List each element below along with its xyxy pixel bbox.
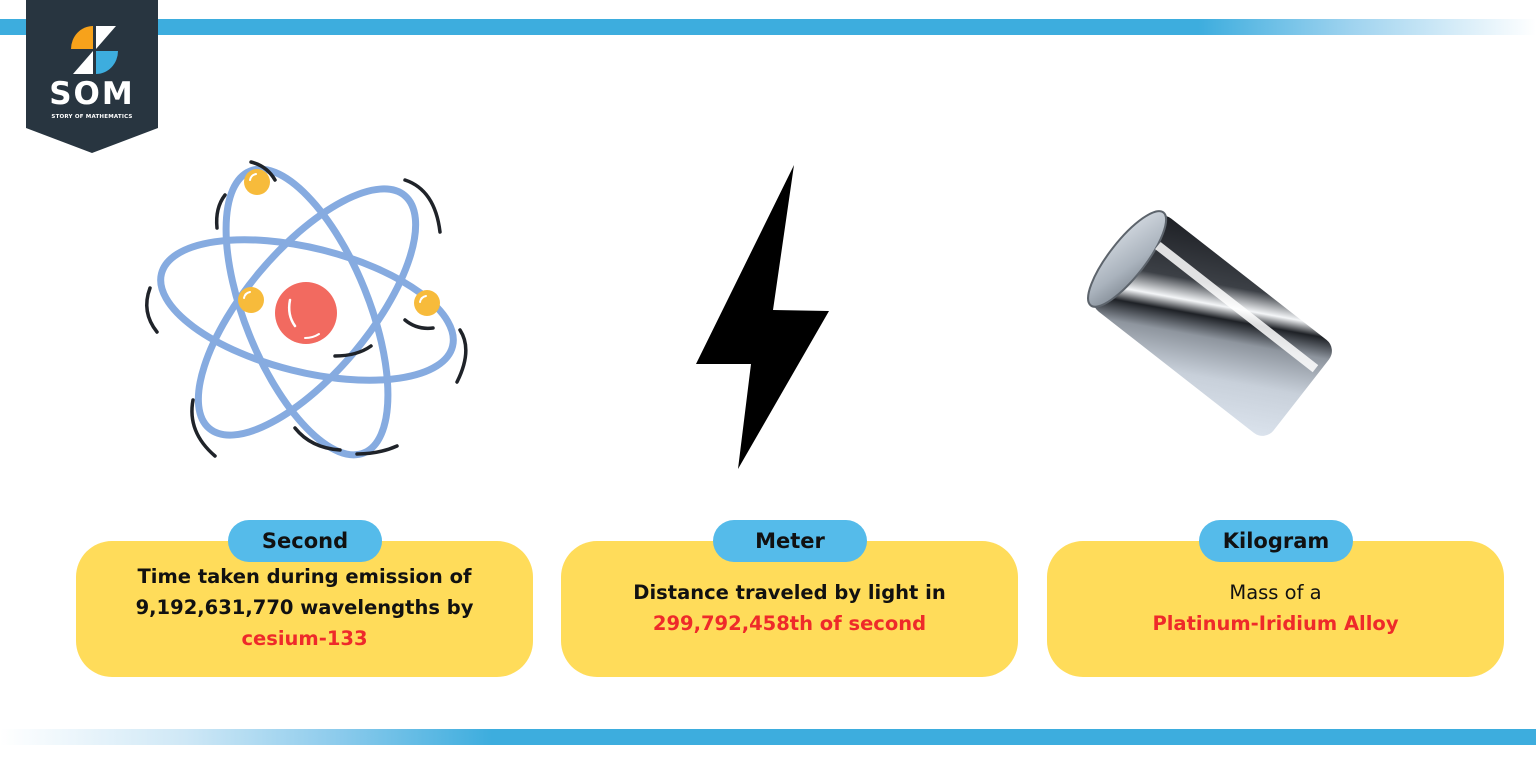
second-description-line-2: 9,192,631,770 wavelengths by xyxy=(135,596,474,619)
atom-icon xyxy=(135,150,485,470)
kilogram-description-line-1: Mass of a xyxy=(1229,581,1322,604)
second-description-line-1: Time taken during emission of xyxy=(137,565,472,588)
unit-card-second: Time taken during emission of 9,192,631,… xyxy=(76,541,533,677)
unit-card-meter: Distance traveled by light in 299,792,45… xyxy=(561,541,1018,677)
unit-card-kilogram: Mass of a Platinum-Iridium Alloy xyxy=(1047,541,1504,677)
logo-badge-shape xyxy=(26,0,158,153)
som-logo-mark-icon xyxy=(71,26,118,74)
kilogram-description: Mass of a Platinum-Iridium Alloy xyxy=(1047,577,1504,639)
top-accent-bar xyxy=(0,19,1536,35)
som-logo-badge xyxy=(26,0,158,153)
lightning-bolt-icon xyxy=(690,160,840,475)
meter-description: Distance traveled by light in 299,792,45… xyxy=(561,577,1018,639)
meter-description-line-1: Distance traveled by light in xyxy=(633,581,946,604)
unit-label-meter: Meter xyxy=(713,520,867,562)
logo-title: SOM xyxy=(49,76,135,112)
second-highlight: cesium-133 xyxy=(241,627,368,650)
kilogram-highlight: Platinum-Iridium Alloy xyxy=(1152,612,1399,635)
logo-subtitle: STORY OF MATHEMATICS xyxy=(51,114,133,120)
unit-label-second: Second xyxy=(228,520,382,562)
unit-label-kilogram: Kilogram xyxy=(1199,520,1353,562)
metal-cylinder-icon xyxy=(1060,180,1370,470)
bottom-accent-bar xyxy=(0,729,1536,745)
second-description: Time taken during emission of 9,192,631,… xyxy=(76,561,533,654)
meter-highlight: 299,792,458th of second xyxy=(652,612,927,635)
